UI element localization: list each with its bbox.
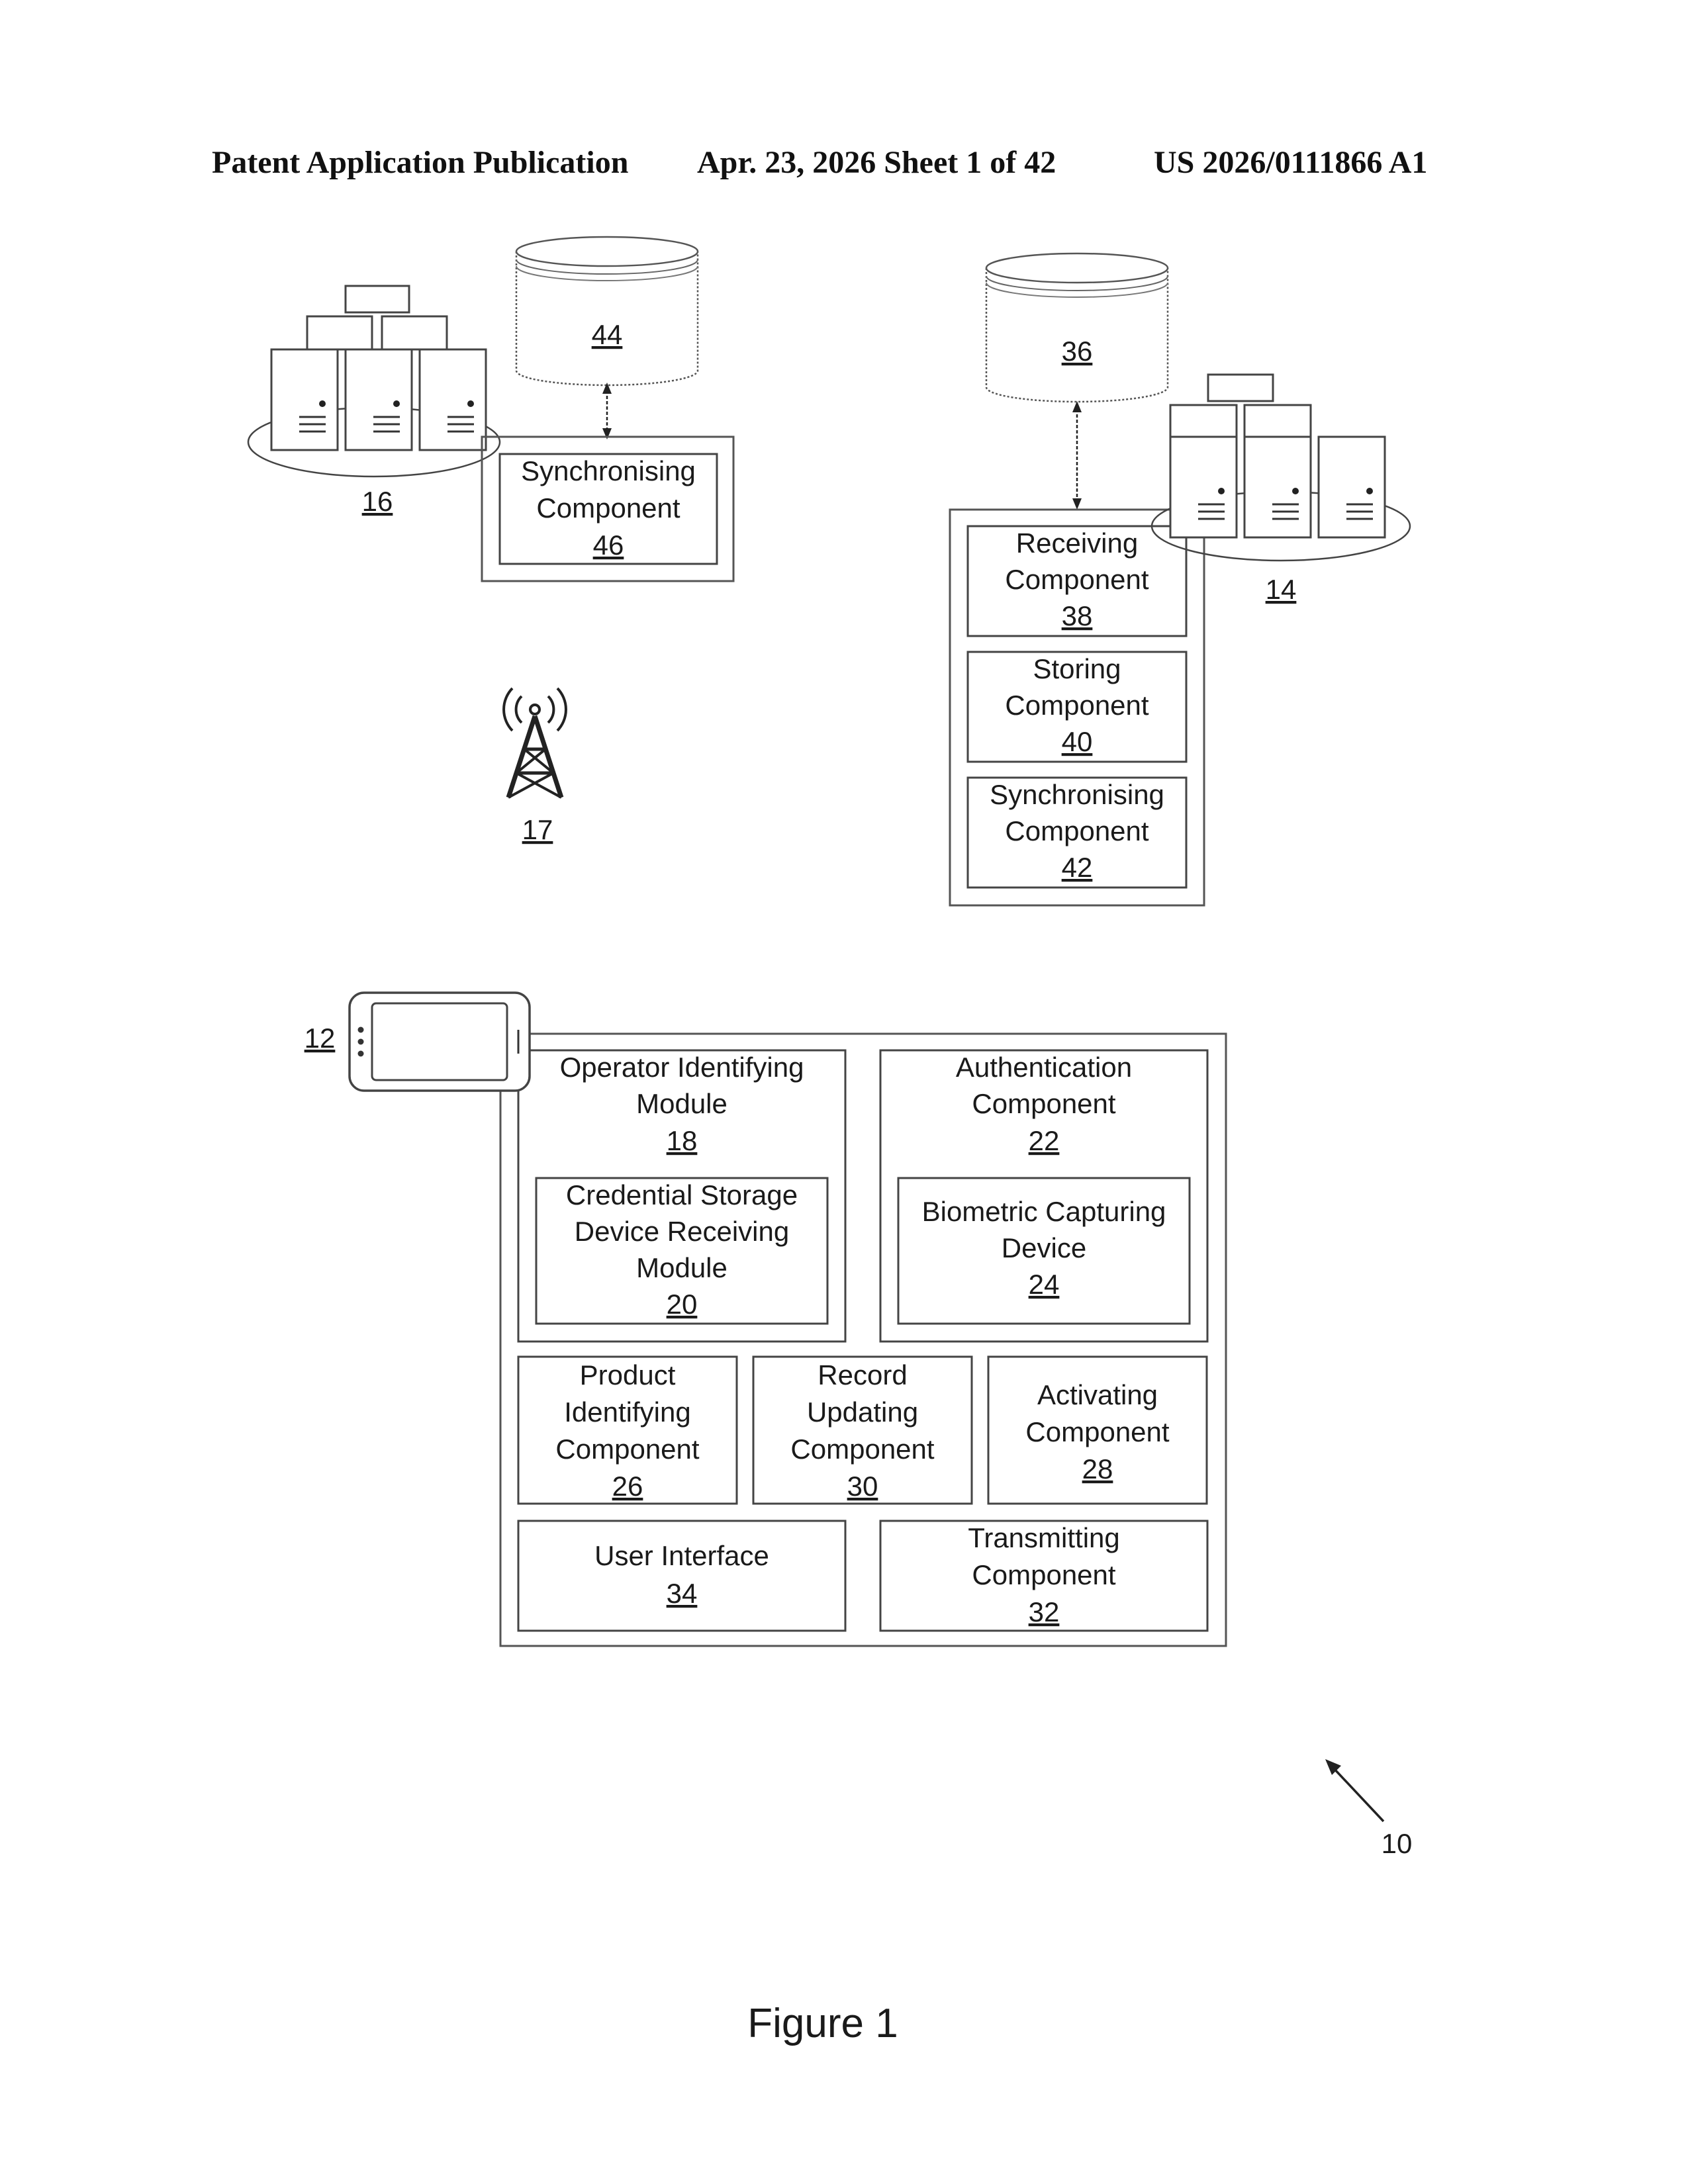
activating-28-line1: Activating bbox=[1037, 1379, 1158, 1410]
user-interface-34-box bbox=[518, 1521, 845, 1631]
record-30-line2: Updating bbox=[807, 1396, 918, 1428]
ref-22: 22 bbox=[1029, 1125, 1060, 1156]
storing-40-line2: Component bbox=[1005, 690, 1149, 721]
figure-caption: Figure 1 bbox=[747, 2001, 898, 2046]
ref-42: 42 bbox=[1062, 852, 1093, 883]
ref-46: 46 bbox=[593, 529, 624, 561]
sync-46-line2: Component bbox=[536, 492, 680, 523]
record-30-line3: Component bbox=[790, 1433, 934, 1465]
ref-24: 24 bbox=[1029, 1269, 1060, 1300]
database-right-icon bbox=[986, 253, 1168, 402]
sync-46-line1: Synchronising bbox=[521, 455, 696, 486]
ref-32: 32 bbox=[1029, 1596, 1060, 1627]
credential-20-line1: Credential Storage bbox=[566, 1179, 798, 1210]
database-left-icon bbox=[516, 237, 698, 385]
arrow-36-38 bbox=[1072, 401, 1082, 510]
activating-28-line2: Component bbox=[1025, 1416, 1169, 1447]
ref-38: 38 bbox=[1062, 600, 1093, 631]
ref-26: 26 bbox=[612, 1471, 643, 1502]
ref-18: 18 bbox=[667, 1125, 698, 1156]
operator-18-line1: Operator Identifying bbox=[560, 1052, 804, 1083]
system-reference-arrow bbox=[1325, 1759, 1383, 1821]
ref-14: 14 bbox=[1266, 574, 1297, 605]
transmit-32-line1: Transmitting bbox=[968, 1522, 1120, 1553]
biometric-24-line2: Device bbox=[1002, 1232, 1086, 1263]
record-30-line1: Record bbox=[818, 1359, 907, 1390]
server-group-left-icon bbox=[248, 286, 500, 477]
transmit-32-line2: Component bbox=[972, 1559, 1115, 1590]
ref-17: 17 bbox=[522, 814, 553, 845]
operator-18-line2: Module bbox=[636, 1088, 727, 1119]
ref-16: 16 bbox=[362, 486, 393, 517]
server-group-right-icon bbox=[1152, 375, 1410, 561]
ref-10: 10 bbox=[1382, 1828, 1413, 1859]
storing-40-line1: Storing bbox=[1033, 653, 1121, 684]
sync-42-line1: Synchronising bbox=[990, 779, 1164, 810]
ref-12: 12 bbox=[305, 1023, 336, 1054]
sync-42-line2: Component bbox=[1005, 815, 1149, 846]
ui-34-line1: User Interface bbox=[594, 1540, 769, 1571]
auth-22-line2: Component bbox=[972, 1088, 1115, 1119]
biometric-24-line1: Biometric Capturing bbox=[922, 1196, 1166, 1227]
product-26-line3: Component bbox=[555, 1433, 699, 1465]
credential-20-line2: Device Receiving bbox=[575, 1216, 789, 1247]
receiving-38-line1: Receiving bbox=[1016, 527, 1138, 559]
ref-44: 44 bbox=[592, 319, 623, 350]
product-26-line1: Product bbox=[580, 1359, 676, 1390]
mobile-phone-icon bbox=[350, 993, 530, 1091]
ref-36: 36 bbox=[1062, 336, 1093, 367]
ref-34: 34 bbox=[667, 1578, 698, 1609]
credential-20-line3: Module bbox=[636, 1252, 727, 1283]
ref-20: 20 bbox=[667, 1289, 698, 1320]
cell-tower-icon bbox=[504, 688, 566, 797]
product-26-line2: Identifying bbox=[564, 1396, 690, 1428]
auth-22-line1: Authentication bbox=[956, 1052, 1132, 1083]
ref-28: 28 bbox=[1082, 1453, 1113, 1484]
ref-30: 30 bbox=[847, 1471, 878, 1502]
arrow-44-46 bbox=[602, 383, 612, 439]
ref-40: 40 bbox=[1062, 726, 1093, 757]
receiving-38-line2: Component bbox=[1005, 564, 1149, 595]
